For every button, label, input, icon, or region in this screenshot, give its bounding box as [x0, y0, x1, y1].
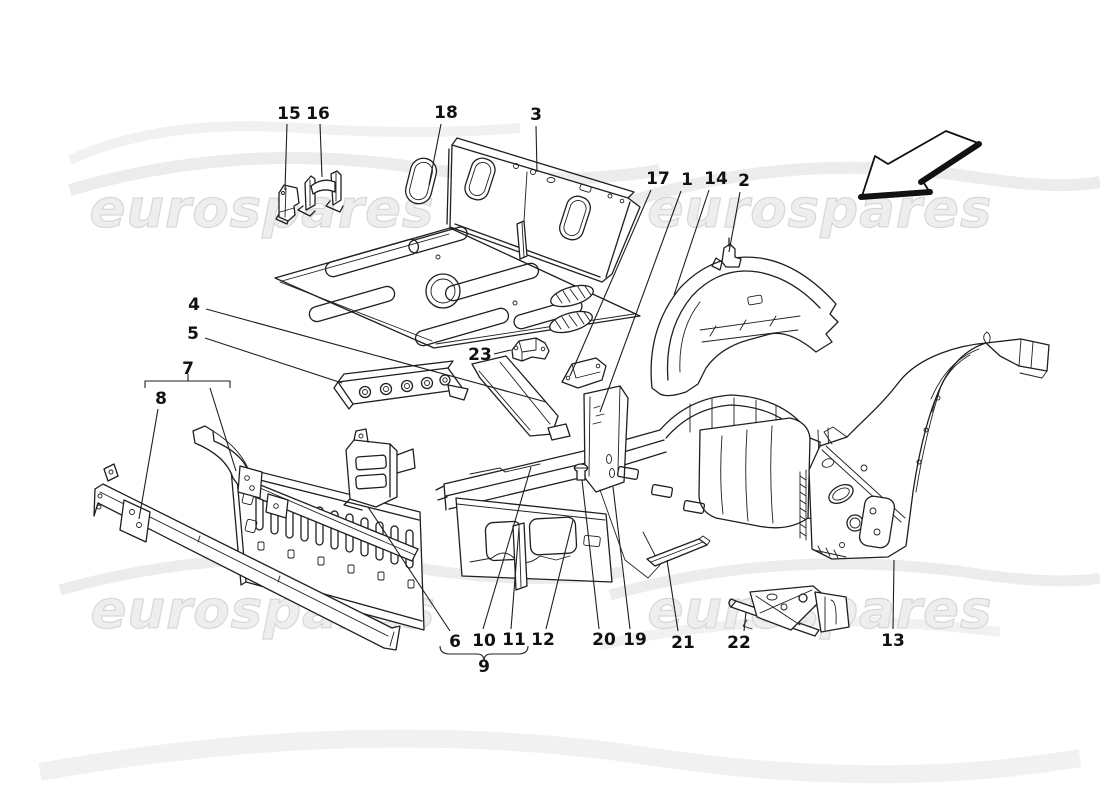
leader-line: [612, 486, 631, 630]
callout-5[interactable]: 5: [187, 324, 343, 384]
leader-line: [599, 190, 682, 413]
callout-15[interactable]: 15: [277, 104, 301, 191]
callout-number: 19: [623, 630, 647, 650]
part-drawing-front-fender-13: [799, 331, 1050, 560]
callout-12[interactable]: 12: [531, 519, 574, 650]
floor-grommet: [550, 284, 594, 308]
part-drawing-inner-sill-panels: [455, 497, 613, 591]
callout-number: 12: [531, 630, 555, 650]
callout-number: 6: [449, 632, 461, 652]
swoosh-curve: [608, 558, 1100, 601]
callout-number: 4: [188, 295, 200, 315]
part-drawing-crossmember-5: [333, 360, 469, 410]
part-drawing-sill-strip-21: [646, 535, 711, 567]
leader-line: [428, 123, 442, 186]
callout-18[interactable]: 18: [428, 103, 458, 186]
part-drawing-floor-panel: [274, 220, 641, 349]
part-drawing-bracket-23: [511, 337, 550, 362]
callout-number: 23: [468, 345, 492, 365]
callout-6[interactable]: 6: [367, 506, 461, 652]
leader-line: [535, 125, 538, 173]
leader-line: [892, 559, 895, 630]
callout-number: 1: [681, 170, 693, 190]
callout-1[interactable]: 1: [599, 170, 693, 413]
callout-9[interactable]: 9: [478, 657, 490, 677]
callout-3[interactable]: 3: [530, 105, 542, 173]
callout-number: 14: [704, 169, 728, 189]
callout-17[interactable]: 17: [569, 169, 670, 377]
part-drawing-bracket-15: [275, 184, 300, 225]
callout-11[interactable]: 11: [502, 527, 526, 650]
swoosh-curve: [67, 121, 521, 165]
callout-14[interactable]: 14: [673, 169, 728, 296]
callout-2[interactable]: 2: [728, 171, 750, 253]
callout-16[interactable]: 16: [306, 104, 330, 178]
part-drawing-curved-beam-7: [192, 425, 419, 562]
callout-number: 22: [727, 633, 751, 653]
callout-8[interactable]: 8: [138, 389, 167, 520]
callout-13[interactable]: 13: [881, 559, 905, 651]
callout-number: 17: [646, 169, 670, 189]
brace-group-7: [144, 374, 231, 388]
part-drawing-support-4: [471, 355, 571, 441]
part-drawing-wheel-arch: [650, 237, 839, 397]
leader-line: [493, 349, 512, 355]
leader-line: [569, 189, 652, 377]
part-drawing-bracket-16: [297, 170, 344, 217]
callout-number: 10: [472, 631, 496, 651]
leader-line: [743, 611, 747, 632]
leader-line: [204, 337, 343, 384]
direction-arrow-shadow-edge: [918, 141, 982, 185]
callout-number: 5: [187, 324, 199, 344]
callout-4[interactable]: 4: [188, 295, 547, 403]
callout-number: 16: [306, 104, 330, 124]
part-drawing-jack-bracket-22: [728, 585, 850, 637]
brace-group-9: [439, 645, 529, 662]
part-drawing-bumper-beam-8: [93, 463, 401, 651]
direction-arrow-shadow-edge: [858, 189, 933, 200]
leader-line: [666, 559, 679, 632]
callout-number: 21: [671, 633, 695, 653]
callout-number: 11: [502, 630, 526, 650]
callout-number: 7: [182, 359, 194, 379]
callout-19[interactable]: 19: [612, 486, 647, 650]
direction-arrow-icon: [858, 130, 982, 200]
part-drawing-pad-18: [404, 157, 438, 205]
callout-7[interactable]: 7: [182, 359, 237, 472]
leader-line: [510, 527, 520, 630]
callout-10[interactable]: 10: [472, 466, 532, 651]
leader-line: [673, 189, 710, 296]
leader-line: [209, 387, 237, 472]
leader-line: [138, 408, 159, 520]
part-drawing-bracket-6: [343, 428, 416, 511]
callout-number: 15: [277, 104, 301, 124]
leader-line: [319, 123, 323, 178]
leader-line: [205, 308, 547, 403]
callout-number: 8: [155, 389, 167, 409]
leader-line: [581, 479, 600, 630]
callout-number: 9: [478, 657, 490, 677]
callout-number: 20: [592, 630, 616, 650]
leader-line: [545, 519, 574, 630]
callout-20[interactable]: 20: [581, 479, 616, 650]
callout-number: 13: [881, 631, 905, 651]
floor-grommet: [549, 310, 593, 334]
leader-line: [367, 506, 451, 632]
leader-line: [728, 191, 741, 253]
callout-number: 3: [530, 105, 542, 125]
part-drawing-rear-bulkhead-panel: [446, 137, 641, 283]
callout-23[interactable]: 23: [468, 345, 512, 365]
leader-line: [482, 466, 532, 630]
callout-number: 2: [738, 171, 750, 191]
callout-22[interactable]: 22: [727, 611, 751, 653]
callout-number: 18: [434, 103, 458, 123]
watermark-text: eurospares: [647, 179, 992, 240]
watermark-text: eurospares: [89, 179, 434, 240]
swoosh-curve: [38, 729, 1082, 784]
leader-line: [284, 123, 288, 191]
callout-21[interactable]: 21: [666, 559, 695, 653]
